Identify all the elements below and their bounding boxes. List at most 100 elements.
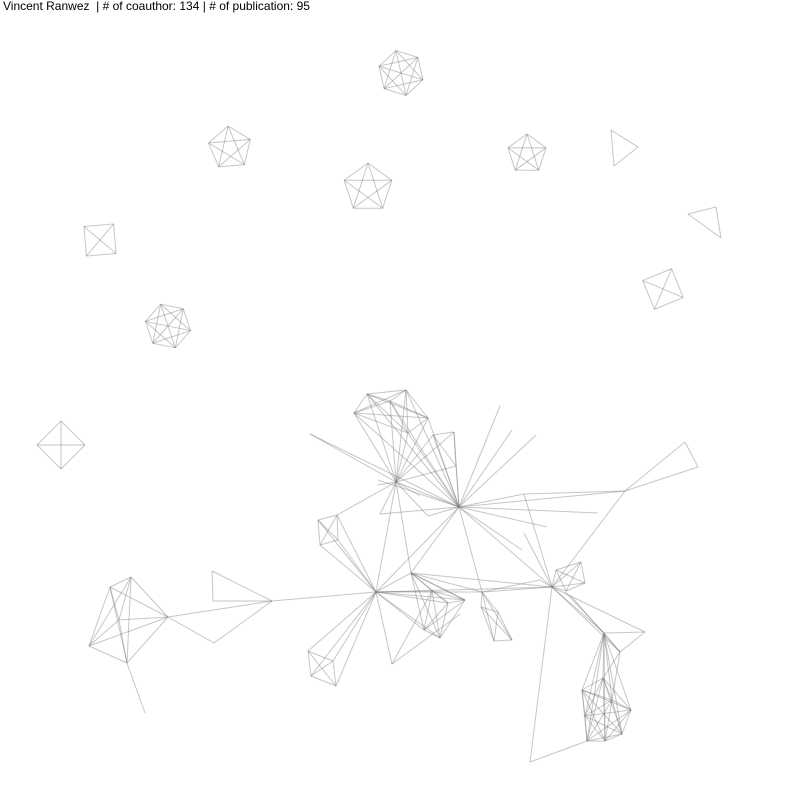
coauthor-edge: [624, 441, 686, 492]
coauthor-edge: [458, 490, 626, 508]
coauthor-edge: [167, 616, 215, 644]
clique-edge: [145, 303, 162, 322]
coauthor-edge: [458, 506, 548, 528]
clique-edge: [352, 162, 369, 209]
coauthor-edge: [604, 699, 613, 742]
clique-edge: [671, 268, 684, 298]
coauthor-edge: [602, 677, 606, 742]
coauthor-edge: [130, 576, 169, 618]
coauthor-edge: [455, 465, 460, 508]
coauthor-edge: [621, 709, 632, 735]
coauthor-edge: [539, 579, 553, 588]
coauthor-edge: [480, 606, 499, 613]
coauthor-edge: [375, 591, 441, 639]
clique-edge: [174, 330, 191, 349]
clique-edge: [152, 330, 191, 344]
coauthor-edge: [481, 591, 495, 642]
coauthor-edge: [366, 393, 460, 508]
coauthor-edge: [395, 431, 455, 483]
clique-edge: [86, 253, 117, 257]
coauthor-edge: [319, 514, 338, 546]
clique-edge: [613, 146, 639, 167]
coauthor-edge: [453, 431, 460, 508]
coauthor-edge: [586, 677, 604, 742]
clique-edge: [610, 129, 639, 148]
clique-edge: [174, 308, 184, 348]
publication-label: # of publication:: [209, 0, 294, 13]
coauthor-edge: [581, 689, 586, 717]
clique-edge: [378, 56, 418, 67]
coauthor-edge: [88, 576, 132, 647]
clique-edge: [715, 206, 722, 239]
coauthor-edge: [389, 400, 409, 434]
coauthor-edge: [481, 579, 541, 593]
coauthor-edge: [458, 405, 501, 508]
coauthor-edge: [307, 591, 377, 652]
clique-edge: [378, 66, 385, 89]
clique-edge: [60, 444, 86, 470]
coauthor-edge: [310, 675, 337, 687]
clique-edge: [218, 164, 245, 168]
coauthor-edge: [555, 569, 567, 592]
coauthor-edge: [335, 591, 377, 687]
coauthor-edge: [118, 576, 132, 621]
graph-title: Vincent Ranwez | # of coauthor: 134 | # …: [3, 0, 310, 13]
coauthor-edge: [395, 389, 407, 483]
coauthor-edge: [109, 586, 169, 618]
clique-edge: [160, 303, 184, 310]
clique-edge: [152, 342, 176, 349]
coauthor-edge: [453, 431, 457, 467]
clique-edge: [642, 268, 672, 281]
coauthor-edge: [405, 389, 409, 434]
coauthor-edge: [603, 632, 606, 742]
coauthor-edge: [375, 572, 412, 593]
coauthor-edge: [309, 433, 397, 483]
clique-edge: [145, 320, 191, 332]
coauthor-edge: [551, 586, 605, 634]
coauthor-edge: [391, 613, 461, 665]
coauthor-edge: [310, 591, 377, 677]
coauthor-edge: [551, 586, 621, 653]
coauthor-edge: [551, 561, 582, 588]
coauthor-edge: [211, 570, 273, 602]
coauthor-edge: [366, 389, 407, 395]
coauthor-edge: [353, 412, 409, 434]
clique-edge: [417, 57, 424, 80]
coauthor-edge: [377, 479, 460, 508]
coauthor-edge: [602, 632, 605, 679]
coauthor-edge: [395, 481, 429, 517]
coauthor-edge: [611, 699, 623, 735]
coauthor-edge: [584, 715, 588, 742]
coauthor-edge: [395, 481, 421, 497]
coauthor-label: # of coauthor:: [102, 0, 177, 13]
clique-edge: [395, 50, 407, 96]
coauthor-edge: [551, 586, 567, 592]
coauthor-edge: [555, 561, 582, 571]
coauthor-edge: [336, 514, 339, 541]
coauthor-edge: [584, 715, 606, 742]
clique-edge: [653, 268, 673, 310]
coauthor-edge: [529, 740, 588, 763]
coauthor-edge: [604, 709, 632, 742]
clique-edge: [507, 147, 540, 171]
coauthor-edge: [564, 591, 605, 634]
clique-edge: [405, 57, 419, 96]
clique-edge: [160, 304, 176, 348]
clique-edge: [384, 79, 424, 90]
clique-edge: [83, 226, 87, 257]
coauthor-edge: [317, 519, 377, 593]
coauthor-edge: [458, 506, 553, 588]
coauthor-edge: [317, 519, 321, 546]
coauthor-edge: [109, 586, 128, 664]
coauthor-edge: [439, 602, 449, 639]
coauthor-edge: [405, 389, 429, 419]
author-name: Vincent Ranwez: [3, 0, 90, 13]
coauthor-edge: [405, 389, 460, 508]
coauthor-edge: [88, 616, 169, 647]
coauthor-edge: [581, 689, 588, 742]
coauthor-edge: [88, 645, 128, 664]
coauthor-edge: [375, 591, 393, 665]
clique-edge: [208, 142, 245, 166]
clique-edge: [343, 162, 369, 181]
